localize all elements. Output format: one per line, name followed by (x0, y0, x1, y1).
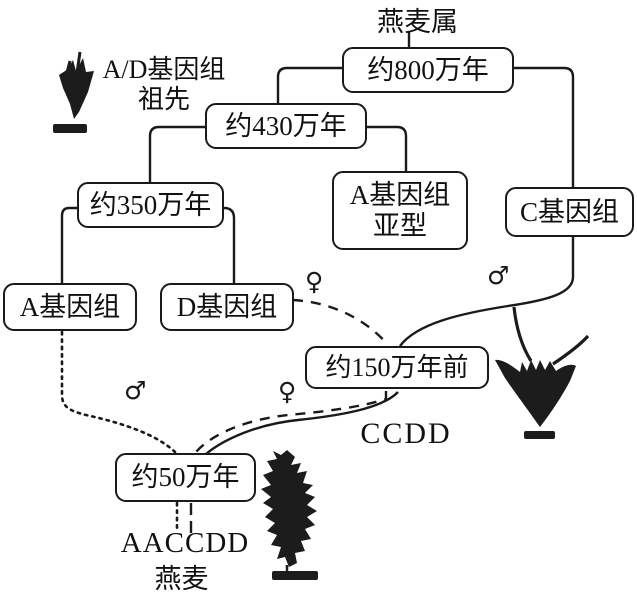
edge-c-genome-to-150-male (399, 237, 575, 347)
male-symbol-c-genome: ♂ (487, 261, 510, 290)
edge-a-genome-to-50-male-dotted (60, 330, 177, 454)
aaccdd-label: AACCDD (120, 527, 250, 559)
node-c-genome: C基因组 (505, 187, 634, 237)
node-50mya: 约50万年 (115, 453, 256, 502)
node-a-genome: A基因组 (3, 283, 137, 331)
ad-ancestor-line2: 祖先 (137, 84, 190, 114)
spikelet-icon-ad-ancestor (53, 51, 94, 133)
node-350mya: 约350万年 (77, 182, 224, 228)
edge-350-to-d-genome (223, 206, 236, 283)
edge-430-to-a-subtype (367, 125, 408, 171)
a-subtype-line2: 亚型 (373, 210, 427, 241)
spikelet-icon-wild-oat (495, 306, 590, 439)
ccdd-label: CCDD (360, 417, 452, 450)
node-150mya-ago: 约150万年前 (305, 346, 489, 389)
ad-ancestor-line1: A/D基因组 (102, 55, 226, 84)
genus-title: 燕麦属 (377, 7, 458, 37)
female-symbol-ccdd: ♀ (278, 377, 297, 406)
ad-ancestor-label: A/D基因组 祖先 (88, 55, 240, 115)
female-symbol-d-genome: ♀ (305, 267, 324, 296)
node-a-genome-subtype: A基因组 亚型 (332, 171, 468, 250)
oat-label: 燕麦 (154, 564, 209, 593)
edge-150-to-50-solid (205, 391, 399, 455)
male-symbol-a-genome: ♂ (124, 376, 147, 405)
edge-800-to-430 (276, 66, 342, 103)
node-d-genome: D基因组 (160, 283, 294, 331)
panicle-icon-cultivated-oat (261, 450, 318, 580)
node-430mya: 约430万年 (205, 103, 367, 149)
edge-350-to-a-genome (60, 206, 77, 283)
edge-d-genome-to-150-female-dashed (292, 298, 389, 346)
edge-430-to-350 (148, 125, 205, 182)
edge-800-to-c-genome (514, 66, 575, 187)
edge-150-to-50-female-dashed (195, 391, 388, 453)
node-800mya: 约800万年 (342, 47, 514, 93)
a-subtype-line1: A基因组 (349, 180, 451, 211)
